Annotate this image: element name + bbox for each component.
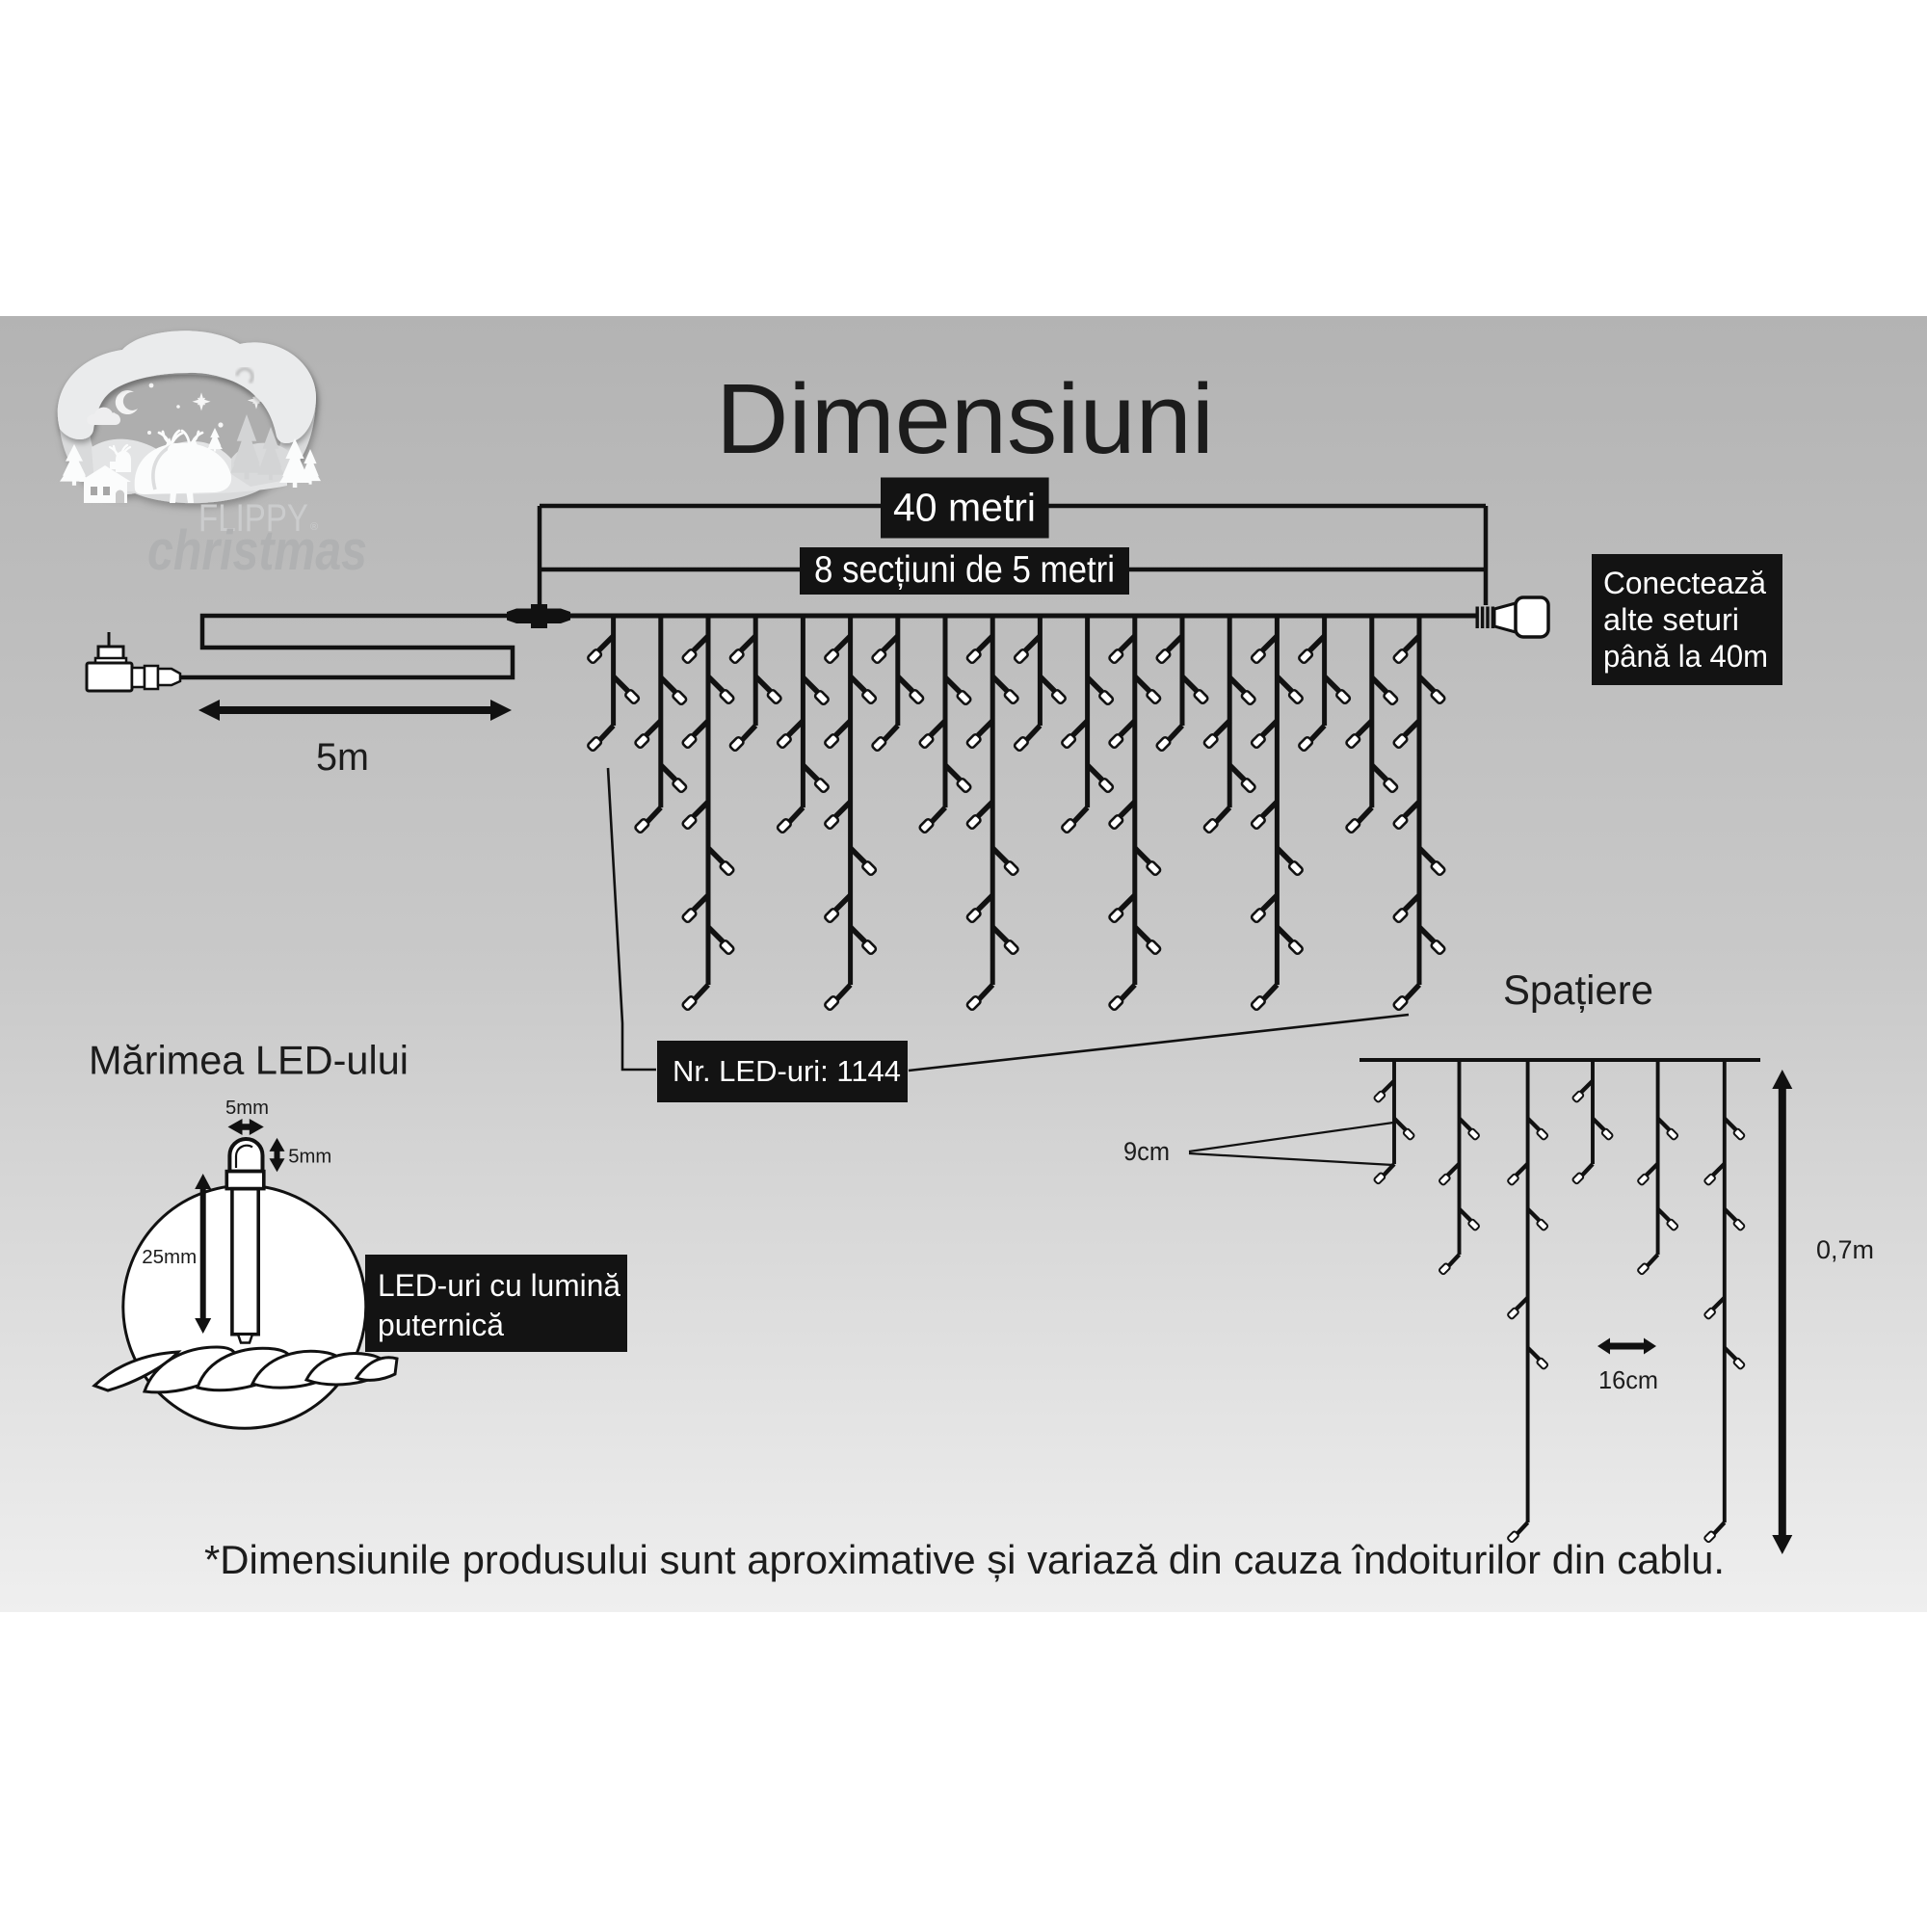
svg-text:Conectează: Conectează	[1603, 566, 1766, 600]
svg-text:®: ®	[310, 521, 318, 533]
svg-text:8 secțiuni de 5 metri: 8 secțiuni de 5 metri	[814, 549, 1115, 591]
svg-text:Nr. LED-uri: 1144: Nr. LED-uri: 1144	[673, 1055, 901, 1088]
svg-text:5mm: 5mm	[225, 1097, 269, 1119]
svg-text:5mm: 5mm	[288, 1146, 331, 1168]
svg-text:0,7m: 0,7m	[1816, 1235, 1874, 1264]
svg-text:9cm: 9cm	[1123, 1137, 1170, 1166]
svg-text:Spațiere: Spațiere	[1503, 967, 1653, 1014]
svg-text:până la 40m: până la 40m	[1603, 639, 1768, 674]
svg-text:Mărimea LED-ului: Mărimea LED-ului	[89, 1038, 409, 1083]
svg-text:25mm: 25mm	[142, 1246, 197, 1268]
svg-text:puternică: puternică	[378, 1308, 504, 1342]
svg-text:FLIPPY: FLIPPY	[198, 497, 308, 540]
svg-text:5m: 5m	[316, 736, 369, 779]
svg-text:christmas: christmas	[147, 519, 367, 582]
svg-text:16cm: 16cm	[1598, 1365, 1658, 1394]
svg-text:Dimensiuni: Dimensiuni	[716, 363, 1214, 474]
svg-text:40 metri: 40 metri	[893, 486, 1036, 530]
svg-text:*Dimensiunile produsului sunt: *Dimensiunile produsului sunt aproximati…	[204, 1537, 1725, 1582]
svg-text:LED-uri cu lumină: LED-uri cu lumină	[378, 1268, 620, 1303]
svg-text:alte seturi: alte seturi	[1603, 602, 1739, 637]
